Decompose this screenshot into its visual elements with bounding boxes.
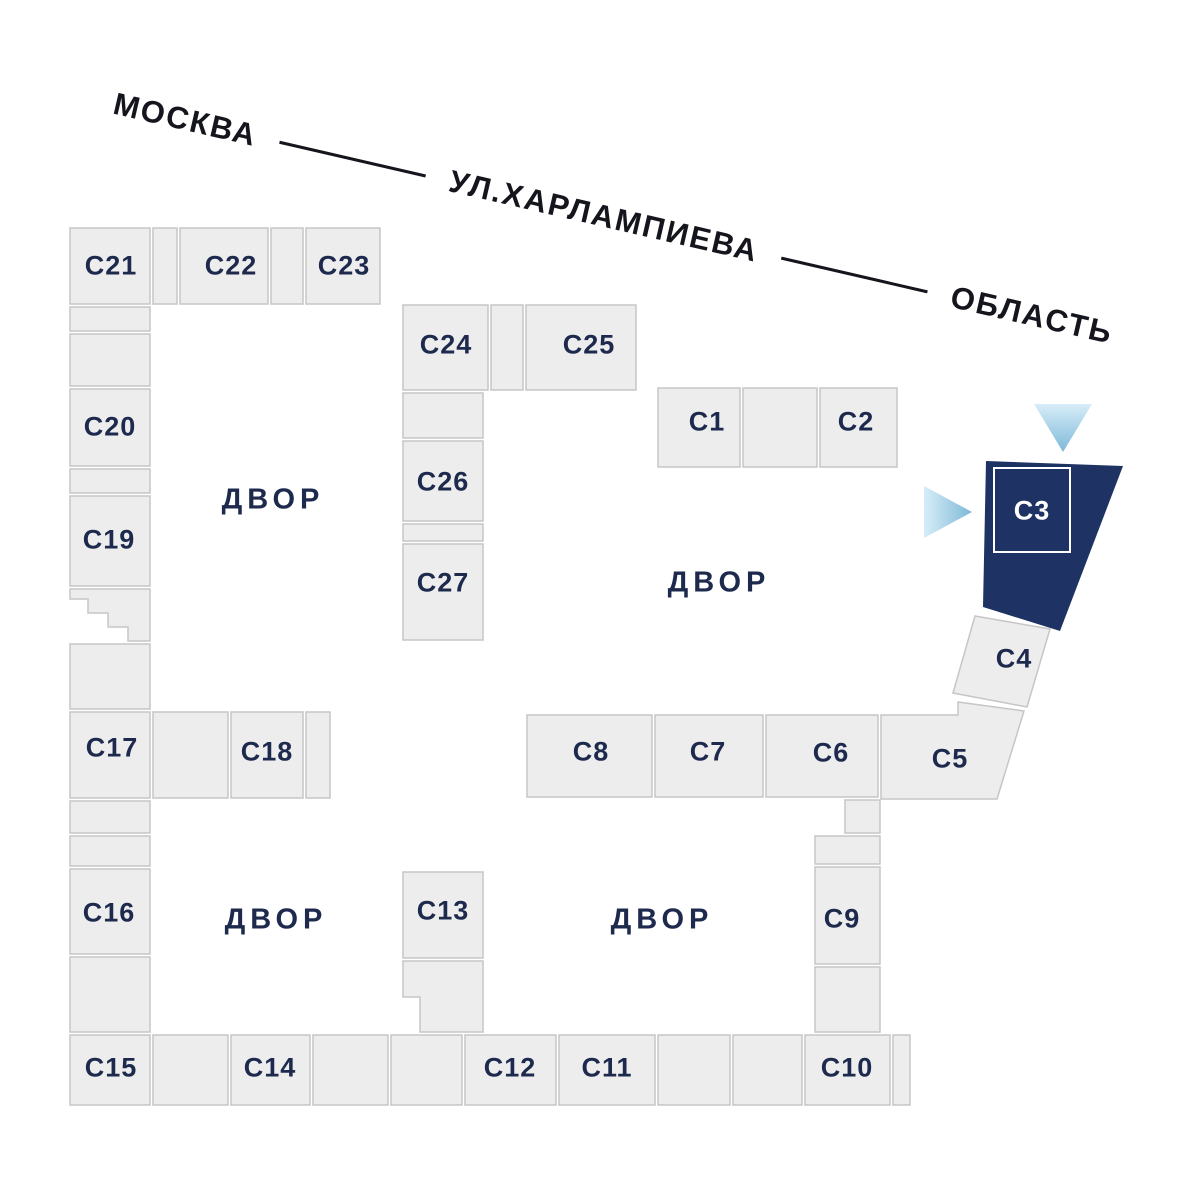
building-section (892, 1034, 911, 1106)
building-c9[interactable] (814, 866, 881, 965)
building-c25[interactable] (525, 304, 637, 391)
building-c18[interactable] (230, 711, 304, 799)
building-section (390, 1034, 463, 1106)
building-section (270, 227, 304, 305)
building-section-steps (69, 588, 151, 642)
building-section (742, 387, 818, 468)
building-section (814, 966, 881, 1033)
building-c10[interactable] (804, 1034, 891, 1106)
building-c5[interactable] (880, 701, 1025, 800)
building-c8[interactable] (526, 714, 653, 798)
building-c3[interactable] (983, 461, 1123, 631)
building-c24[interactable] (402, 304, 489, 391)
building-c4[interactable] (952, 615, 1051, 708)
building-c14[interactable] (230, 1034, 311, 1106)
building-c12[interactable] (464, 1034, 557, 1106)
building-c21[interactable] (69, 227, 151, 305)
building-c19[interactable] (69, 495, 151, 587)
building-c16[interactable] (69, 868, 151, 955)
building-c20[interactable] (69, 388, 151, 467)
building-section (305, 711, 331, 799)
building-section (69, 956, 151, 1033)
building-section (69, 643, 151, 710)
building-section (69, 835, 151, 867)
building-section (402, 392, 484, 439)
building-section (402, 960, 484, 1033)
building-section (69, 468, 151, 494)
building-c7[interactable] (654, 714, 764, 798)
building-c13[interactable] (402, 871, 484, 959)
building-c15[interactable] (69, 1034, 151, 1106)
building-c11[interactable] (558, 1034, 656, 1106)
building-section (152, 711, 229, 799)
arrow-down-icon (1034, 404, 1092, 452)
building-c1[interactable] (657, 387, 741, 468)
building-c17[interactable] (69, 711, 151, 799)
building-section (152, 227, 178, 305)
building-section (732, 1034, 803, 1106)
building-section (312, 1034, 389, 1106)
arrow-right-icon (924, 486, 972, 538)
building-c3-inner-outline (993, 467, 1071, 553)
building-section (657, 1034, 731, 1106)
building-c22[interactable] (179, 227, 269, 305)
building-section (402, 523, 484, 542)
building-section (69, 333, 151, 387)
building-section (844, 799, 881, 834)
building-section (490, 304, 524, 391)
building-section (69, 306, 151, 332)
building-c23[interactable] (305, 227, 381, 305)
building-c26[interactable] (402, 440, 484, 522)
building-c6[interactable] (765, 714, 879, 798)
building-section (152, 1034, 229, 1106)
building-c27[interactable] (402, 543, 484, 641)
building-section (69, 800, 151, 834)
building-c2[interactable] (819, 387, 898, 468)
building-section (814, 835, 881, 865)
